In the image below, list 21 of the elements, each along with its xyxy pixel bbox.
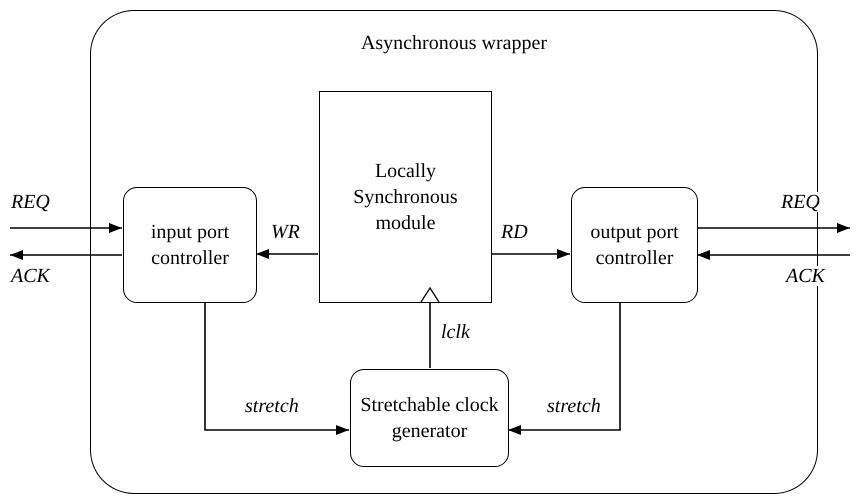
arrow [10,250,122,260]
arrow [204,302,349,435]
controller-box [123,187,257,303]
arrow [256,249,318,259]
arrow [10,223,122,233]
arrow [420,287,440,368]
edge-label: REQ [780,192,821,212]
box-label: output port controller [589,220,680,271]
box-label: Locally Synchronous module [352,159,459,236]
generator-box [350,369,509,467]
arrow [491,249,570,259]
arrow [697,250,850,260]
box-label: Stretchable clock generator [359,393,500,444]
wrapper-title: Asynchronous wrapper [360,31,548,56]
box-label: input port controller [150,220,230,271]
edge-label: REQ [10,192,51,212]
edge-label: ACK [785,266,826,286]
arrow [508,302,621,435]
module-box [319,91,492,303]
controller-box [571,187,698,303]
arrow [697,223,850,233]
